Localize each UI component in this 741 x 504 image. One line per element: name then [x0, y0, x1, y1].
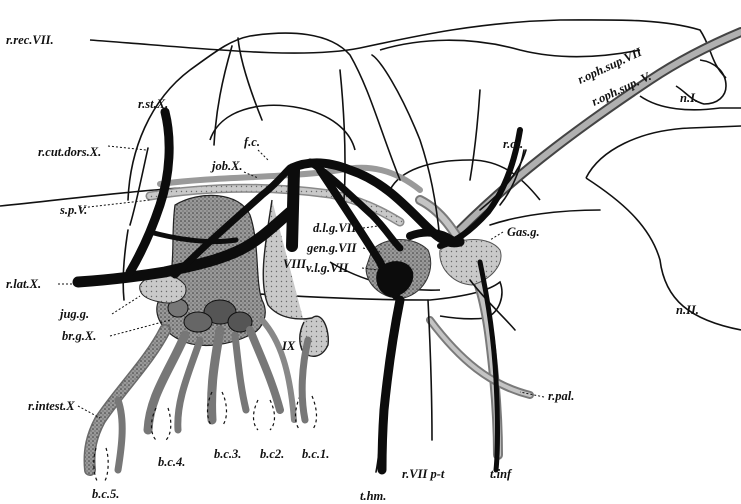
label-b-c-2: b.c2.: [260, 447, 284, 461]
label-gas-g: Gas.g.: [507, 225, 540, 239]
label-f-c: f.c.: [244, 135, 260, 149]
label-br-g-X: br.g.X.: [62, 329, 96, 343]
label-r-ot: r.ot.: [503, 137, 523, 151]
label-r-intest-X: r.intest.X: [28, 399, 75, 413]
label-jug-g: jug.g.: [58, 307, 89, 321]
label-IX: IX: [281, 339, 296, 353]
label-b-c-3: b.c.3.: [214, 447, 241, 461]
label-b-c-5: b.c.5.: [92, 487, 119, 501]
root-VIII: [292, 170, 294, 246]
label-t-inf: t.inf: [490, 467, 513, 481]
labels: r.rec.VII. r.st.X. r.cut.dors.X. job.X. …: [6, 33, 699, 503]
label-r-cut-dors-X: r.cut.dors.X.: [38, 145, 101, 159]
label-r-VII-p-t: r.VII p-t: [402, 467, 445, 481]
label-v-l-g-VII: v.l.g.VII: [306, 261, 349, 275]
label-t-hm: t.hm.: [360, 489, 386, 503]
r-cut-dors-X: [130, 148, 148, 225]
label-VIII: VIII: [283, 257, 307, 271]
optic-region-outline: [586, 126, 741, 178]
label-job-X: job.X.: [210, 159, 243, 173]
t-hm: [382, 300, 400, 470]
label-b-c-4: b.c.4.: [158, 455, 185, 469]
branchial-clefts: [94, 392, 317, 482]
label-n-II: n.II.: [676, 303, 699, 317]
forebrain-outline: [380, 40, 640, 57]
label-gen-g-VII: gen.g.VII: [306, 241, 357, 255]
label-d-l-g-VII: d.l.g.VII: [313, 221, 358, 235]
label-n-I: n.I.: [680, 91, 698, 105]
orbit-outline: [586, 178, 741, 330]
label-s-p-V: s.p.V.: [59, 203, 87, 217]
palatine-branch: [430, 320, 530, 395]
label-r-pal: r.pal.: [548, 389, 574, 403]
label-r-lat-X: r.lat.X.: [6, 277, 41, 291]
label-r-rec-VII: r.rec.VII.: [6, 33, 54, 47]
label-r-st-X: r.st.X.: [138, 97, 168, 111]
label-b-c-1: b.c.1.: [302, 447, 329, 461]
hindbrain-roof: [210, 105, 355, 150]
